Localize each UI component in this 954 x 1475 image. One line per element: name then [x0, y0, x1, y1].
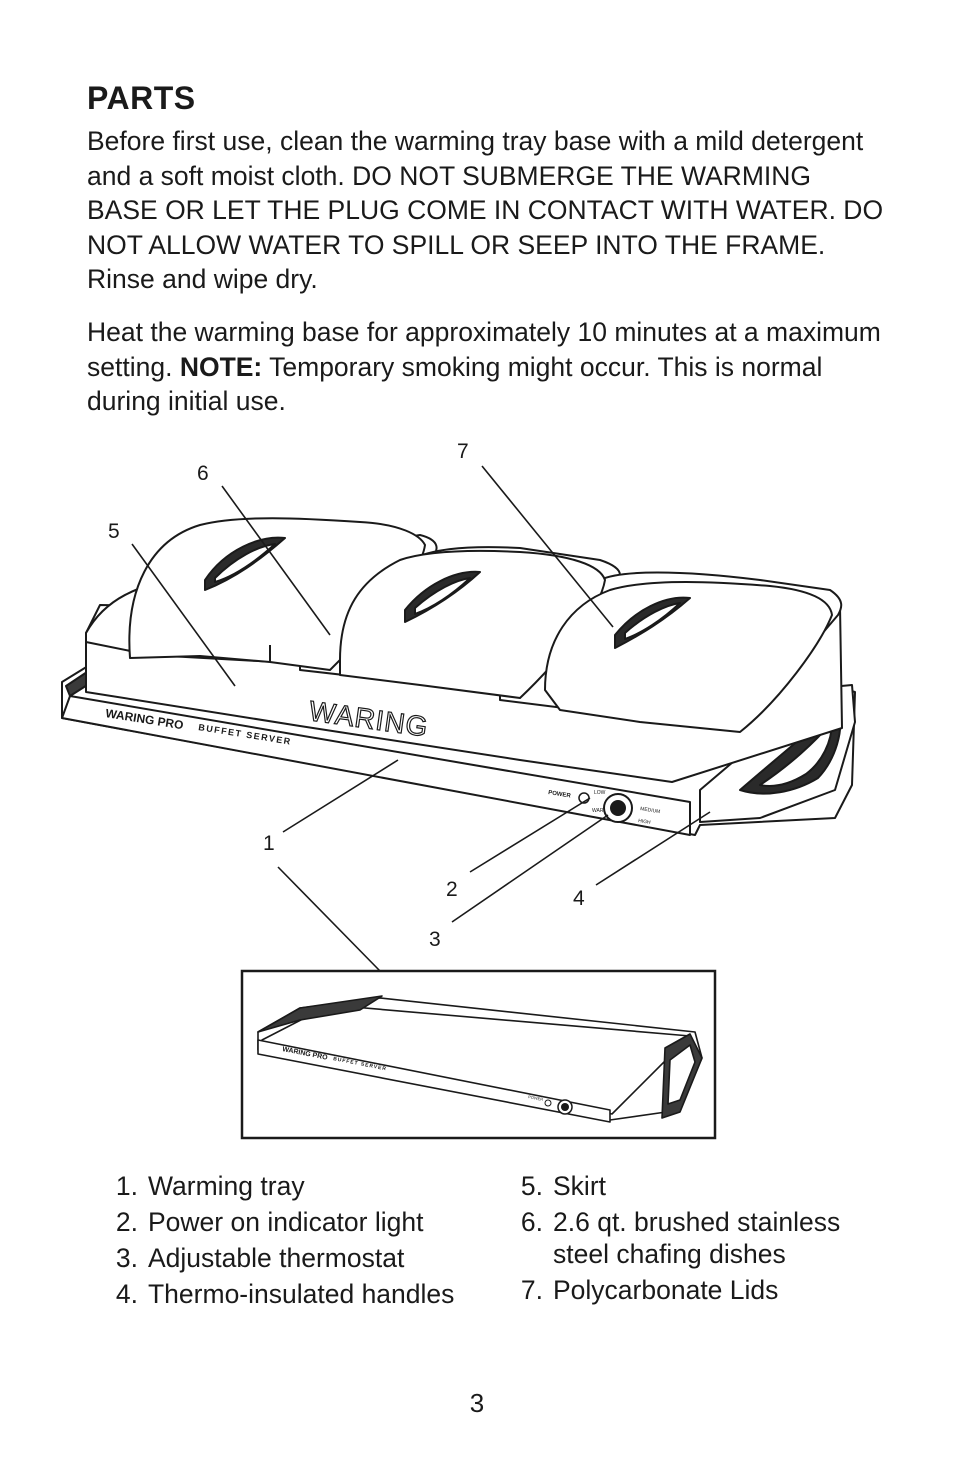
buffet-server-diagram: WARING PRO BUFFET SERVER WARING POWER LO… [61, 440, 856, 1140]
list-item: 6. 2.6 qt. brushed stainless steel chafin… [509, 1206, 849, 1270]
item-label: Thermo-insulated handles [148, 1279, 455, 1309]
page-number: 3 [469, 1388, 485, 1418]
inset-power-label: POWER [528, 1094, 544, 1102]
leader-7 [481, 465, 614, 628]
preheat-instructions: Heat the warming base for approximately … [87, 315, 887, 419]
tray-front [61, 695, 691, 836]
cleaning-instructions: Before first use, clean the warming tray… [87, 126, 884, 294]
item-number: 5. [520, 1171, 543, 1201]
inset-power-light [544, 1099, 552, 1107]
list-item: 1. Warming tray [104, 1170, 484, 1202]
item-number: 7. [520, 1275, 543, 1305]
leader-4 [595, 811, 711, 886]
leader-5 [131, 543, 236, 687]
preheat-text: Heat the warming base for approximately … [87, 317, 881, 382]
item-number: 1. [115, 1171, 138, 1201]
leader-3 [451, 814, 609, 923]
callout-4: 4 [573, 887, 585, 910]
list-item: 4. Thermo-insulated handles [104, 1278, 484, 1310]
note-text: Temporary smoking might occur. This is n… [87, 351, 823, 417]
item-number: 2. [115, 1207, 138, 1237]
callout-7: 7 [457, 440, 469, 463]
item-label: Polycarbonate Lids [553, 1275, 779, 1305]
item-label: Skirt [553, 1171, 606, 1201]
low-label: LOW [594, 790, 606, 796]
callout-3: 3 [429, 928, 441, 951]
leader-2 [469, 797, 591, 873]
callout-5: 5 [108, 520, 120, 543]
list-item: 2. Power on indicator light [104, 1206, 484, 1238]
section-heading: PARTS [87, 80, 196, 116]
parts-list-left: 1. Warming tray 2. Power on indicator ligh… [104, 1170, 484, 1314]
callout-2: 2 [446, 878, 458, 901]
inset-tray-front [257, 1039, 611, 1123]
lid-right [544, 581, 833, 733]
parts-list-right: 5. Skirt 6. 2.6 qt. brushed stainless stee… [509, 1170, 849, 1310]
callout-6: 6 [197, 462, 209, 485]
item-number: 3. [115, 1243, 138, 1273]
note-label: NOTE: [179, 351, 263, 382]
item-label: Adjustable thermostat [148, 1243, 405, 1273]
item-number: 6. [520, 1207, 543, 1237]
item-label: 2.6 qt. brushed stainless steel chafing … [553, 1207, 841, 1269]
medium-label: MEDIUM [640, 806, 661, 815]
leader-1 [282, 759, 399, 833]
leader-6 [221, 485, 331, 636]
warm-label: WARM [592, 808, 608, 814]
list-item: 5. Skirt [509, 1170, 849, 1202]
power-label: POWER [548, 790, 572, 800]
callout-1: 1 [263, 832, 275, 855]
list-item: 7. Polycarbonate Lids [509, 1274, 849, 1306]
list-item: 3. Adjustable thermostat [104, 1242, 484, 1274]
inset-left-handle [257, 995, 383, 1033]
high-label: HIGH [638, 818, 652, 826]
item-label: Power on indicator light [148, 1207, 424, 1237]
item-label: Warming tray [148, 1171, 305, 1201]
item-number: 4. [115, 1279, 138, 1309]
leader-1-inset [277, 866, 381, 972]
